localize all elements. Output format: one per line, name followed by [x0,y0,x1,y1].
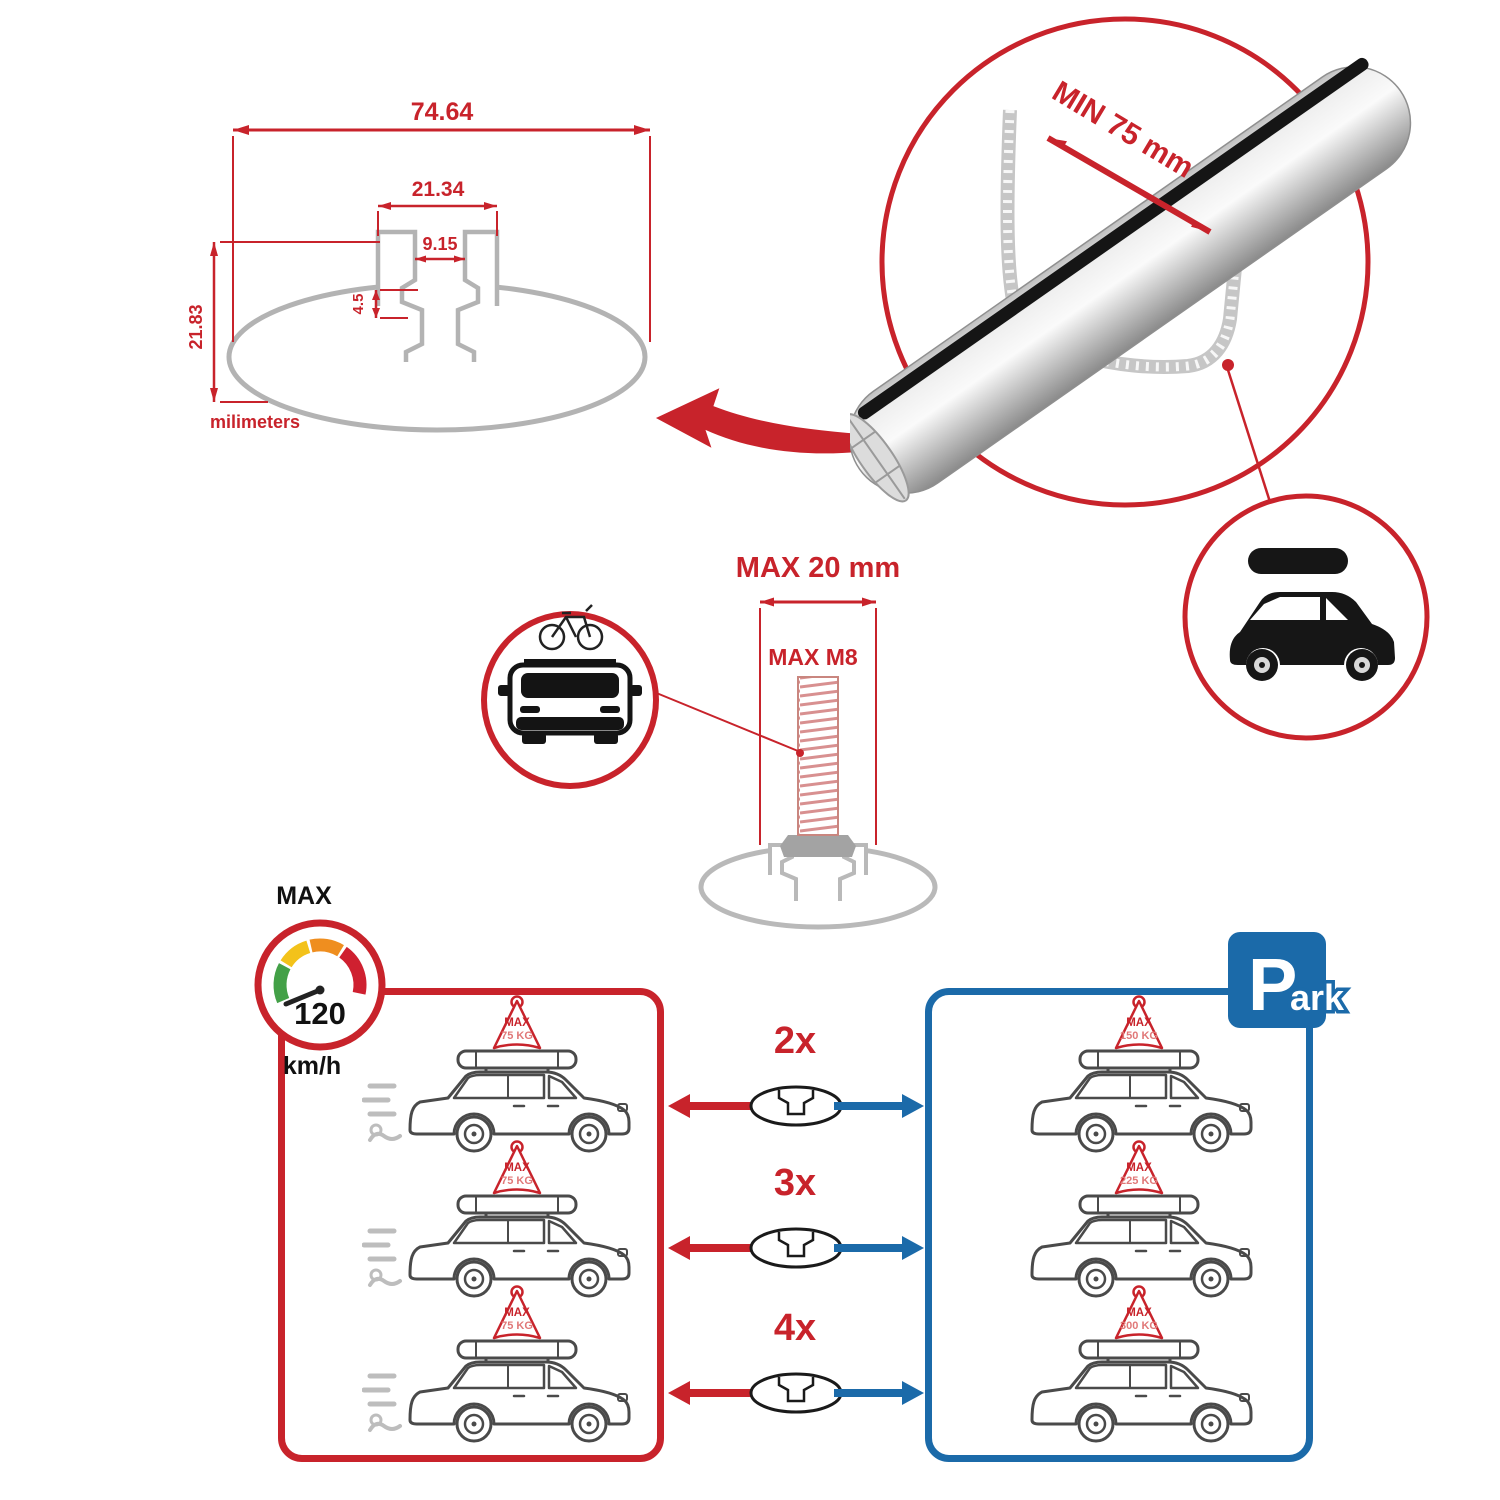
callout-line [1226,369,1272,503]
count-label-2x: 2x [773,1020,817,1062]
dim-slot-depth: 4.5 [350,294,367,315]
badge-cone-icon [492,1289,542,1340]
dim-channel-outer: 21.34 [412,178,465,201]
profile-channel-left [375,229,425,362]
bolt-dimension-arrowheads [760,597,876,607]
detail-circle [879,16,1371,508]
load-badge-driving-3: MAX 75 KG [492,1285,542,1340]
badge-weight-label: 225 KG [1120,1175,1158,1187]
crossbar-detail-illustration: MIN 75 mm [850,16,1430,741]
bolt-spec-diagram: MAX 20 mm MAX M8 [481,552,938,930]
dimension-arrowheads [210,125,650,402]
badge-weight-label: 300 KG [1120,1320,1158,1332]
units-label: milimeters [210,412,300,432]
bolt-max-thread-label: MAX M8 [768,644,858,670]
parking-sign: P ark [1228,932,1349,1028]
badge-max-label: MAX [504,1162,530,1174]
load-badge-parked-2: MAX 225 KG [1114,1140,1164,1195]
bolt-icon [797,676,839,836]
badge-cone-icon [1114,999,1164,1050]
speed-max-label: MAX [276,882,332,910]
bar-profile-icon [749,1372,843,1414]
dim-slot-width: 9.15 [422,234,457,254]
bar-profile-channel [777,1377,815,1403]
load-badge-driving-2: MAX 75 KG [492,1140,542,1195]
badge-cone-icon [1114,1144,1164,1195]
badge-max-label: MAX [1126,1162,1152,1174]
min-span-label: MIN 75 mm [1047,75,1200,185]
badge-max-label: MAX [504,1307,530,1319]
bicycle-icon [538,604,604,651]
bar-profile-icon [749,1085,843,1127]
parking-letter: P [1248,943,1297,1026]
channel-left-small [768,843,798,901]
car-with-roofbox-icon [1229,548,1395,681]
bar-profile-icon [749,1227,843,1269]
parking-rest: ark [1290,977,1345,1018]
badge-max-label: MAX [1126,1017,1152,1029]
arrow-right-icon [902,1236,924,1260]
parked-car-3 [1030,1339,1253,1443]
badge-weight-label: 75 KG [501,1320,533,1332]
gauge-pivot [315,985,325,995]
callout-dot [1222,359,1234,371]
badge-cone-icon [492,999,542,1050]
bolt-max-length-label: MAX 20 mm [736,552,900,584]
t-nut-icon [780,835,856,857]
badge-max-label: MAX [504,1017,530,1029]
arrow-left-icon [668,1381,690,1405]
load-badge-parked-3: MAX 300 KG [1114,1285,1164,1340]
channel-right-small [838,843,868,901]
bolt-callout-line [653,691,799,752]
arrow-left-icon [668,1094,690,1118]
profile-channel-right [455,229,500,362]
gauge-arcs [273,938,367,1004]
gauge-needle [283,987,323,1007]
speed-value: 120 [294,996,346,1031]
car-front-icon [498,659,642,744]
parking-sign-square [1228,932,1326,1028]
bar-profile-channel [777,1232,815,1258]
count-row-3-arrows [668,1372,924,1414]
count-row-2-arrows [668,1227,924,1269]
profile-ellipse-small [698,844,938,930]
dim-total-height: 21.83 [186,304,206,349]
load-badge-driving-1: MAX 75 KG [492,995,542,1050]
arrow-left-icon [668,1236,690,1260]
bolt-dimension-lines [759,600,877,845]
aluminium-bar-icon [850,57,1412,503]
pointer-arrow-icon [655,388,860,454]
count-label-3x: 3x [773,1162,817,1204]
badge-max-label: MAX [1126,1307,1152,1319]
badge-cone-icon [492,1144,542,1195]
load-badge-parked-1: MAX 150 KG [1114,995,1164,1050]
speed-limit-gauge: MAX 120 km/h [254,882,386,1080]
speed-units: km/h [283,1052,341,1080]
arrow-right-icon [902,1381,924,1405]
badge-weight-label: 75 KG [501,1030,533,1042]
bar-profile-channel [777,1090,815,1116]
count-row-1-arrows [668,1085,924,1127]
badge-cone-icon [1114,1289,1164,1340]
badge-weight-label: 75 KG [501,1175,533,1187]
badge-weight-label: 150 KG [1120,1030,1158,1042]
count-label-4x: 4x [773,1307,817,1349]
dim-total-width: 74.64 [411,98,474,126]
driving-car-3 [362,1339,631,1443]
profile-ellipse [226,281,648,433]
arrow-right-icon [902,1094,924,1118]
profile-dimension-diagram: 74.64 21.34 9.15 4.5 21.83 milimeters [186,98,651,433]
